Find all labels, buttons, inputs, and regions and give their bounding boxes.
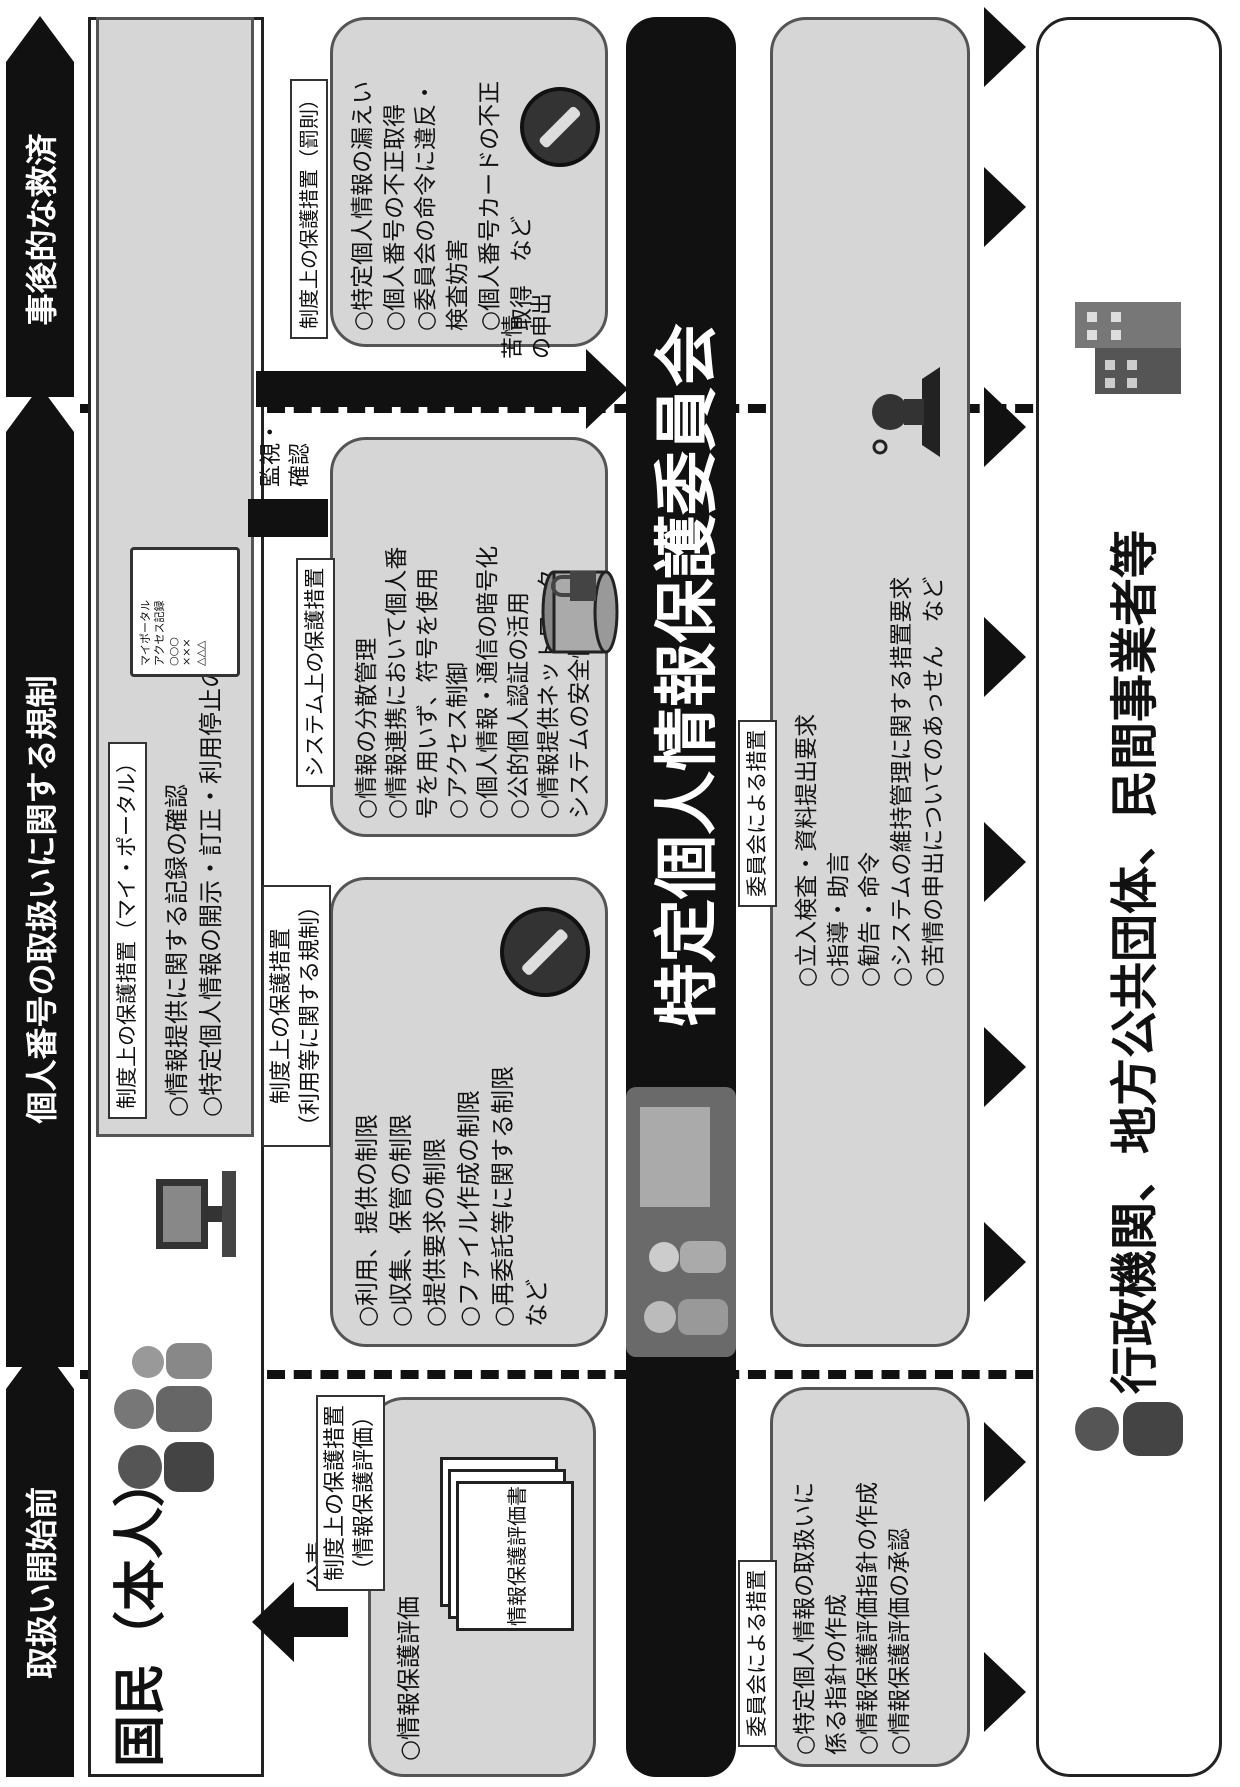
actors-label: 行政機関、地方公共団体、民間事業者等 (1107, 529, 1163, 1394)
complaint-label-line-2: の申出 (529, 292, 555, 359)
protection-eval-list: ○情報保護評価 (392, 1596, 426, 1761)
portal-screen-row-2: ××× (180, 638, 194, 666)
monitor-label-line-1: 監視・ (259, 420, 284, 487)
complaint-arrow-head (586, 349, 628, 429)
eval-doc-stack: 情報保護評価書 (440, 1447, 580, 1637)
down-arrow-1 (984, 1652, 1026, 1732)
eval-doc-front: 情報保護評価書 (456, 1481, 574, 1631)
usage-rules-label: 制度上の保護措置 （利用等に関する規制） (262, 884, 332, 1147)
committee-pre-label: 委員会による措置 (738, 1559, 778, 1747)
government-person-icon (1069, 1394, 1189, 1464)
committee-pre-list: ○特定個人情報の取扱いに 係る指針の作成 ○情報保護評価指針の作成 ○情報保護評… (790, 1482, 917, 1755)
penalty-item-3: ○委員会の命令に違反・ (413, 80, 440, 331)
publish-arrow-head (252, 1582, 294, 1662)
system-item-3: 号を用いず、符号を使用 (414, 567, 441, 819)
committee-main-item-1: ○立入検査・資料提出要求 (794, 713, 820, 987)
system-item-5: ○個人情報・通信の暗号化 (475, 545, 502, 819)
committee-pre-item-4: ○情報保護評価の承認 (887, 1527, 914, 1755)
down-arrow-7 (984, 387, 1026, 467)
phase-remedy-label: 事後的な救済 (23, 133, 61, 326)
usage-item-1: ○利用、提供の制限 (353, 1114, 381, 1327)
usage-item-3: ○提供要求の制限 (421, 1138, 450, 1327)
my-portal-screen: マイポータル アクセス記録 ○○○ ××× △△△ (130, 547, 240, 677)
commission-meeting-image (620, 1087, 740, 1357)
down-arrow-9 (984, 7, 1026, 87)
portal-screen-title: マイポータル (139, 600, 152, 666)
commission-name: 特定個人情報保護委員会 (651, 323, 725, 1027)
portal-screen-row-1: ○○○ (166, 637, 180, 666)
actors-box: 行政機関、地方公共団体、民間事業者等 (1036, 17, 1222, 1777)
committee-main-label: 委員会による措置 (738, 719, 778, 907)
system-item-6: ○公的個人認証の活用 (505, 591, 532, 819)
penalty-item-1: ○特定個人情報の漏えい (350, 80, 376, 331)
system-measures-label: システム上の保護措置 (296, 557, 336, 787)
usage-item-5: ○再委託等に関する制限 (489, 1066, 518, 1327)
protection-eval-label: 制度上の保護措置 （情報保護評価） (316, 1394, 386, 1591)
committee-main-list: ○立入検査・資料提出要求 ○指導・助言 ○勧告・命令 ○システムの維持管理に関す… (792, 577, 951, 987)
down-arrow-5 (984, 822, 1026, 902)
system-item-1: ○情報の分散管理 (354, 637, 380, 819)
committee-pre-item-1: ○特定個人情報の取扱いに (792, 1481, 818, 1755)
citizen-people-icon (100, 1337, 220, 1507)
down-arrow-3 (984, 1222, 1026, 1302)
usage-item-6: など (523, 1279, 552, 1327)
building-icon (1065, 294, 1185, 404)
committee-main-item-5: ○苦情の申出についてのあっせん など (920, 576, 947, 987)
complaint-label: 苦情 の申出 (500, 293, 557, 359)
usage-item-4: ○ファイル作成の制限 (455, 1090, 484, 1327)
monitor-label: 監視・ 確認 (258, 421, 315, 487)
phase-remedy: 事後的な救済 (6, 62, 74, 397)
committee-main-item-2: ○指導・助言 (825, 851, 852, 987)
usage-rules-list: ○利用、提供の制限 ○収集、保管の制限 ○提供要求の制限 ○ファイル作成の制限 … (350, 1066, 554, 1327)
protection-eval-item: ○情報保護評価 (395, 1596, 423, 1761)
committee-pre-item-3: ○情報保護評価指針の作成 (855, 1481, 882, 1755)
database-lock-icon (540, 557, 625, 667)
portal-screen-row-3: △△△ (194, 640, 207, 666)
phase-before-handling-label: 取扱い開始前 (23, 1487, 61, 1680)
system-item-2: ○情報連携において個人番 (384, 546, 411, 819)
committee-main-item-3: ○勧告・命令 (857, 851, 884, 987)
down-arrow-8 (984, 167, 1026, 247)
prohibition-icon (520, 87, 600, 167)
phase-before-handling: 取扱い開始前 (6, 1389, 74, 1777)
penalty-item-4: 検査妨害 (445, 239, 472, 331)
mediation-scale-icon (860, 357, 950, 467)
complaint-arrow-shaft (256, 371, 586, 407)
prohibition-icon (500, 907, 590, 997)
monitor-arrow-shaft (248, 499, 328, 537)
usage-item-2: ○収集、保管の制限 (387, 1114, 416, 1327)
committee-main-item-4: ○システムの維持管理に関する措置要求 (889, 576, 916, 987)
computer-icon (150, 1167, 245, 1267)
down-arrow-2 (984, 1422, 1026, 1502)
system-item-4: ○アクセス制御 (445, 662, 472, 819)
phase-handling-regulation: 個人番号の取扱いに関する規制 (6, 432, 74, 1367)
publish-arrow-shaft (292, 1607, 348, 1637)
phase-remedy-arrow (6, 16, 74, 62)
down-arrow-4 (984, 1027, 1026, 1107)
portal-screen-access-log: アクセス記録 (152, 600, 166, 666)
penalty-item-2: ○個人番号の不正取得 (381, 103, 408, 331)
phase-handling-regulation-label: 個人番号の取扱いに関する規制 (23, 675, 61, 1124)
down-arrow-6 (984, 617, 1026, 697)
eval-doc-label: 情報保護評価書 (504, 1486, 529, 1626)
penalties-label: 制度上の保護措置（罰則） (290, 79, 328, 339)
monitor-label-line-2: 確認 (287, 442, 313, 487)
complaint-label-line-1: 苦情 (501, 314, 526, 359)
committee-pre-item-2: 係る指針の作成 (823, 1594, 850, 1755)
portal-measures-label: 制度上の保護措置（マイ・ポータル） (108, 742, 148, 1119)
